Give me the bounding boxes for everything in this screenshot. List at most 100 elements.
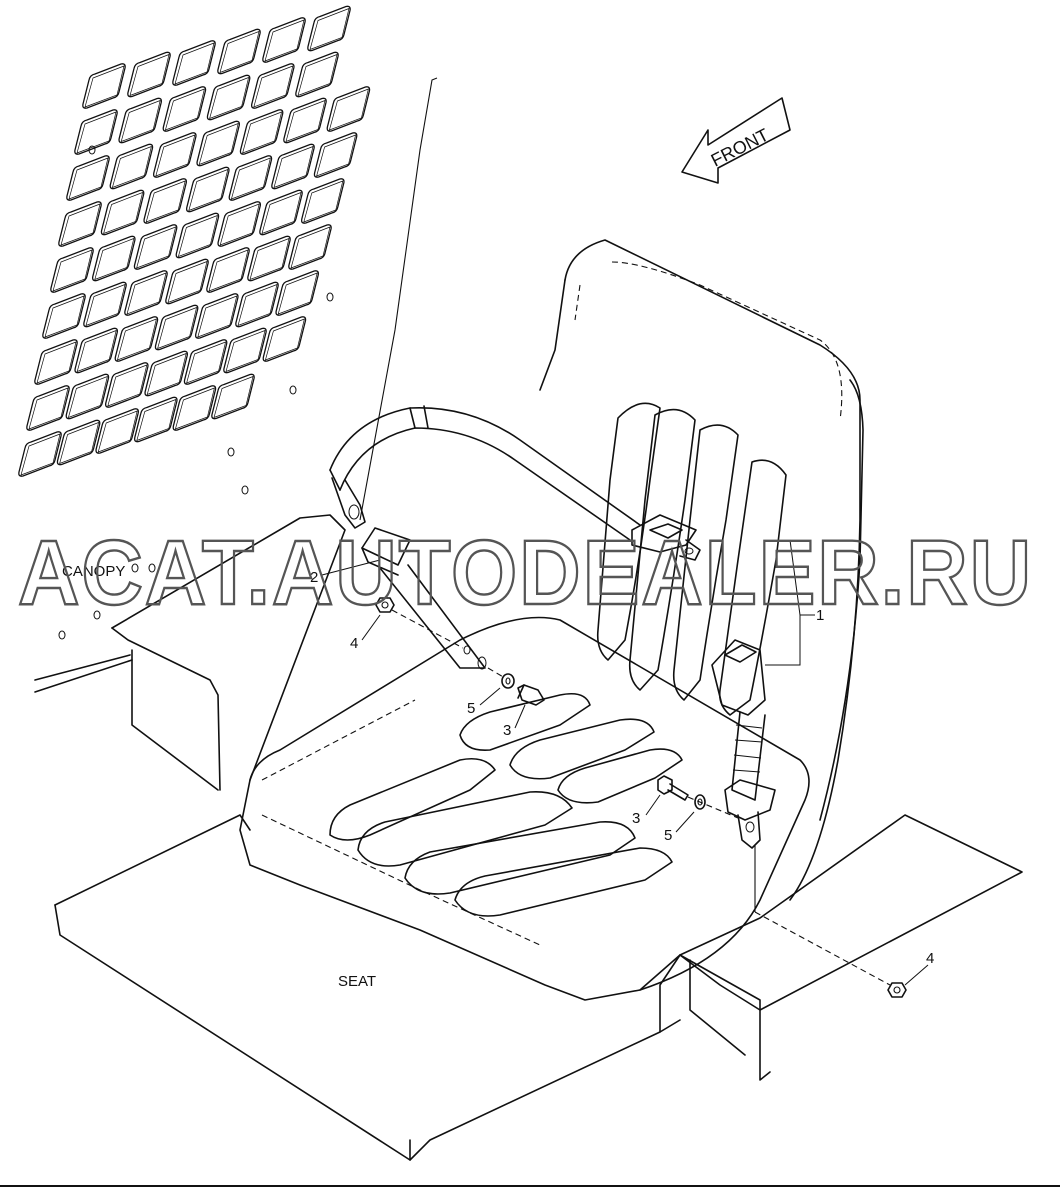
canopy-mesh-cell [127,51,171,98]
canopy-mesh-cell-inner [188,168,229,212]
canopy-mesh-cell-inner [126,272,167,315]
canopy-mesh-cell [217,28,261,75]
canopy-mesh-cell [235,281,279,328]
front-direction-arrow: FRONT [681,97,791,184]
canopy-mesh-cell [175,212,220,259]
canopy-mesh-cell-inner [136,398,177,442]
canopy-mesh-cell [206,74,251,121]
canopy-mesh-cell-inner [230,157,271,200]
canopy-mesh-cell [313,132,358,178]
canopy-mesh-cell-inner [219,30,260,74]
canopy-mesh-cell [42,293,86,339]
callout-5-right: 5 [664,827,672,844]
leader-lines [321,539,929,986]
canopy-mesh-cell [196,120,241,167]
callout-5-left: 5 [467,700,475,717]
canopy-mesh-cell [250,63,295,109]
canopy-mesh-cell-inner [237,283,278,327]
canopy-mesh-cell-inner [273,145,314,189]
canopy-mesh-cell-inner [253,65,294,108]
canopy-mesh-cell [247,235,291,282]
canopy-mesh-cell-inner [136,226,177,269]
canopy-mesh-cell [172,40,216,86]
canopy-mesh-cell-inner [20,433,61,476]
canopy-frame-line [359,77,438,521]
canopy-mesh-cell-inner [129,53,170,97]
canopy-mesh-grid [18,5,371,477]
canopy-mesh-cell-inner [208,249,249,292]
canopy-mesh-cell [283,97,327,144]
canopy-mesh-cell [152,132,197,178]
canopy-mesh-cell-inner [167,260,208,304]
canopy-mesh-cell-inner [174,42,215,85]
canopy-mesh-cell-inner [209,76,250,120]
canopy-mesh-cell [165,258,209,305]
canopy-mesh-cell [74,327,119,374]
canopy-mesh-cell-inner [44,295,85,338]
canopy-mesh-cell [118,97,163,144]
canopy-mesh-cell [307,5,351,52]
canopy-mesh-cell-inner [60,203,101,246]
seat-belt-buckle [711,639,776,849]
canopy-mesh-cell [211,373,255,420]
canopy-mesh-cell [50,247,94,293]
canopy-mesh-cell-inner [164,88,205,131]
callout-4-right: 4 [926,950,934,967]
canopy-mesh-cell [104,362,149,408]
canopy-mesh-cell-inner [116,318,157,361]
canopy-mesh-cell [34,339,78,385]
canopy-mesh-cell [183,339,228,385]
canopy-mesh-cell [100,189,145,236]
canopy-mesh-cell [295,51,339,98]
front-label: FRONT [708,125,772,171]
canopy-mesh-cell [74,109,118,155]
canopy-mesh-cell [275,270,320,316]
canopy-mesh-cell [326,86,371,132]
canopy-label: CANOPY [62,563,125,580]
canopy-mesh-cell-inner [120,99,161,143]
canopy-mesh-cell [56,419,101,466]
canopy-mesh-cell [185,166,230,213]
seat [249,239,864,991]
canopy-mesh-cell [262,316,307,362]
canopy-mesh-cell-inner [198,122,239,166]
canopy-mesh-cell-inner [146,352,187,396]
canopy-mesh-cell-inner [285,99,326,143]
canopy-mesh-cell-inner [225,329,266,373]
canopy-mesh-cell-inner [174,387,215,430]
canopy-mesh-cell [66,155,110,201]
canopy-mesh-cell-inner [85,283,126,327]
canopy-mesh-cell-inner [67,375,108,419]
canopy-mesh-cell [109,143,154,190]
canopy-mesh-cell-inner [107,364,148,407]
canopy-mesh-cell-inner [309,7,350,51]
canopy-mesh-cell [26,385,70,431]
canopy-mesh-cell-inner [76,329,117,373]
canopy-mesh-cell [83,281,127,328]
canopy-mesh-cell [262,17,306,63]
canopy-mesh-cell-inner [213,375,254,419]
canopy-mesh-cell-inner [290,226,331,269]
canopy-mesh-cell-inner [111,145,152,189]
canopy-mesh-cell [172,385,217,431]
canopy-mesh-cell-inner [264,318,305,361]
callout-1: 1 [816,607,824,624]
canopy-mesh-cell-inner [36,341,77,384]
canopy-mesh-cell [133,224,178,270]
canopy-mesh-cell-inner [303,180,344,223]
canopy-mesh-cell [206,247,250,293]
seat-belt-strap [329,405,701,561]
canopy-mesh-cell-inner [249,237,290,281]
canopy-mesh-cell [143,178,188,224]
hardware [375,597,907,998]
canopy-mesh-cell [58,201,102,247]
callout-3-right: 3 [632,810,640,827]
canopy-mesh-cell [18,431,62,477]
canopy-mesh-cell-inner [28,387,69,430]
canopy-mesh-cell [217,201,262,247]
canopy-mesh-cell-inner [316,134,357,177]
canopy-mesh-cell-inner [59,421,100,465]
canopy-holes [58,145,334,640]
seat-plate [34,514,1023,1161]
canopy-mesh-cell-inner [97,410,138,453]
